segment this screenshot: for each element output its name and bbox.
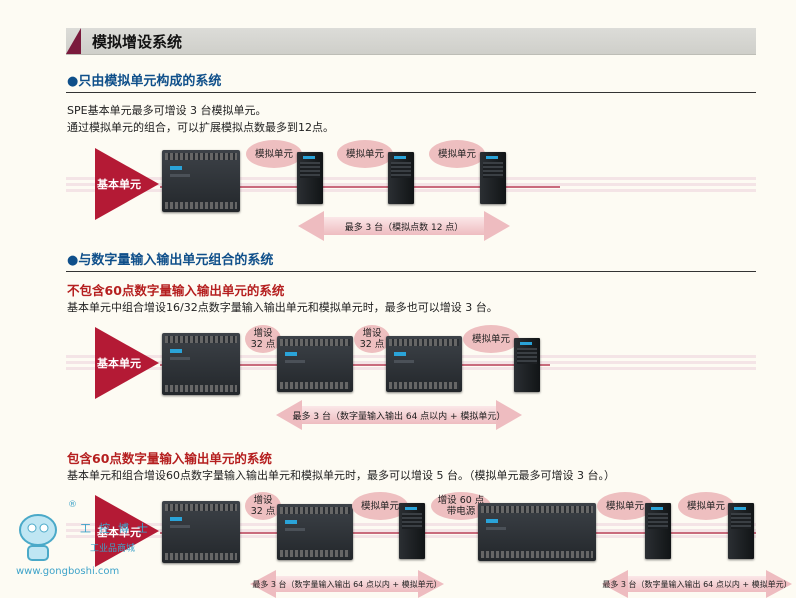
page-title: 模拟增设系统 [92,33,183,51]
watermark-cn: 工控博士 [80,522,156,535]
diagram3-bus-line [160,532,756,534]
title-marker [66,28,81,54]
sub1-description: 基本单元中组合增设16/32点数字量输入输出单元和模拟单元时，最多也可以增设 3… [67,301,498,314]
diagram2-label-1: 增设 32 点 [245,325,281,353]
sub2-description: 基本单元和组合增设60点数字量输入输出单元和模拟单元时，最多可以增设 5 台。（… [67,469,615,482]
diagram1-base-plc [162,150,240,212]
diagram3-range-arrow-right: 最多 3 台（数字量输入输出 64 点以内 + 模拟单元） [602,570,792,598]
diagram2-label-2: 增设 32 点 [354,325,390,353]
diagram3-digital-module [277,504,353,560]
sub1-title: 不包含60点数字量输入输出单元的系统 [67,283,285,298]
diagram3-range-left-label: 最多 3 台（数字量输入输出 64 点以内 + 模拟单元） [252,579,442,589]
robot-mascot-icon [19,514,57,561]
section1-heading: ●只由模拟单元构成的系统 [67,74,222,89]
watermark-registered: ® [68,500,77,510]
diagram2-bus-line [160,364,550,366]
diagram1-range-arrow: 最多 3 台（模拟点数 12 点） [298,211,510,241]
diagram1-unit-label-1: 模拟单元 [246,140,302,168]
diagram1-unit-label-3: 模拟单元 [429,140,485,168]
diagram2-base-label: 基本单元 [97,357,141,370]
diagram2-digital-module-2 [386,336,462,392]
diagram1-base-label: 基本单元 [97,178,141,191]
diagram3-analog-module-2 [645,503,671,559]
diagram1-analog-module-2 [388,152,414,204]
diagram3-label-2: 模拟单元 [352,492,408,520]
diagram3-60pt-module [478,503,596,561]
section2-rule [66,271,756,272]
watermark-url: www.gongboshi.com [16,566,120,577]
section1-rule [66,92,756,93]
sub2-title: 包含60点数字量输入输出单元的系统 [67,451,272,466]
section1-line2: 通过模拟单元的组合，可以扩展模拟点数最多到12点。 [67,121,334,134]
watermark-cn-sub: 工业品商城 [90,544,136,554]
diagram1-unit-label-2: 模拟单元 [337,140,393,168]
diagram2-analog-module [514,338,540,392]
diagram3-base-unit-arrow [95,495,159,567]
diagram3-base-plc [162,501,240,563]
diagram1-base-unit-arrow [95,148,159,220]
section1-line1: SPE基本单元最多可增设 3 台模拟单元。 [67,104,267,117]
diagram2-base-unit-arrow [95,327,159,399]
diagram1-bus-line [160,186,560,188]
diagram1-range-label: 最多 3 台（模拟点数 12 点） [344,222,464,233]
diagram3-label-4: 模拟单元 [597,492,653,520]
diagram2-base-plc [162,333,240,395]
diagram3-analog-module-1 [399,503,425,559]
page-title-bar: 模拟增设系统 [66,28,756,55]
diagram2-range-label: 最多 3 台（数字量输入输出 64 点以内 + 模拟单元） [292,411,506,422]
diagram3-analog-module-3 [728,503,754,559]
diagram2-label-3: 模拟单元 [463,325,519,353]
diagram3-range-arrow-left: 最多 3 台（数字量输入输出 64 点以内 + 模拟单元） [250,570,444,598]
diagram3-label-1: 增设 32 点 [245,492,281,520]
section2-heading: ●与数字量输入输出单元组合的系统 [67,253,274,268]
diagram2-range-arrow: 最多 3 台（数字量输入输出 64 点以内 + 模拟单元） [276,400,522,430]
diagram2-digital-module-1 [277,336,353,392]
diagram3-range-right-label: 最多 3 台（数字量输入输出 64 点以内 + 模拟单元） [602,579,792,589]
diagram1-analog-module-1 [297,152,323,204]
diagram3-base-label: 基本单元 [97,526,141,539]
diagram3-label-5: 模拟单元 [678,492,734,520]
diagram1-analog-module-3 [480,152,506,204]
